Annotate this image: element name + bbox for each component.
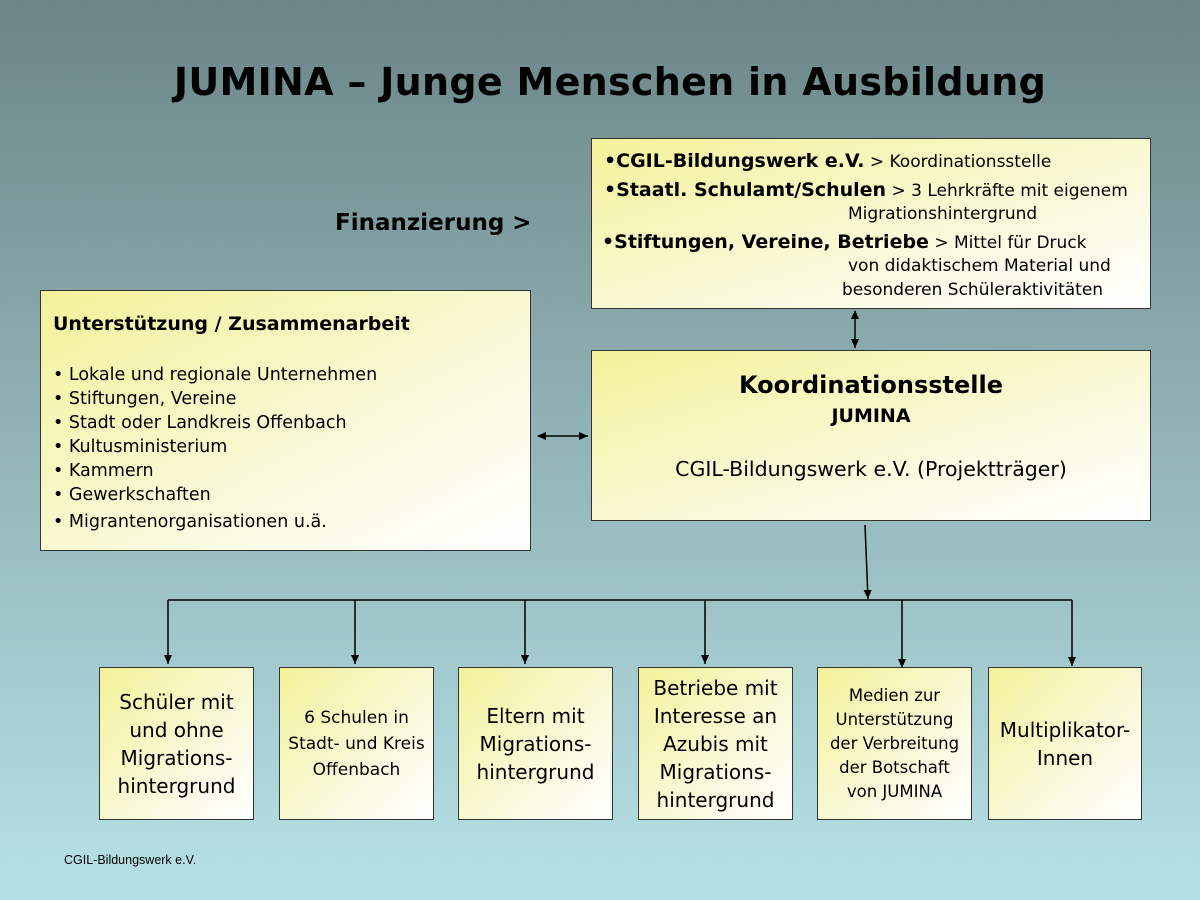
target-multipliers: Multiplikator- Innen [988, 667, 1142, 820]
target-schools-label: 6 Schulen in Stadt- und Kreis Offenbach [288, 707, 425, 780]
target-students-label: Schüler mit und ohne Migrations- hinterg… [117, 689, 236, 798]
coordination-carrier: CGIL-Bildungswerk e.V. (Projektträger) [675, 457, 1067, 481]
financing-item-3-desc-cont2: besonderen Schüleraktivitäten [842, 280, 1104, 300]
arrow-coordination-down [863, 524, 872, 600]
financing-item-3: •Stiftungen, Vereine, Betriebe > Mittel … [602, 231, 1087, 253]
page-title: JUMINA – Junge Menschen in Ausbildung [173, 60, 1047, 104]
financing-item-2-desc-cont: Migrationshintergrund [848, 204, 1038, 224]
target-schools: 6 Schulen in Stadt- und Kreis Offenbach [279, 667, 434, 820]
target-companies-label: Betriebe mit Interesse an Azubis mit Mig… [653, 675, 778, 812]
target-students: Schüler mit und ohne Migrations- hinterg… [99, 667, 254, 820]
coordination-box: Koordinationsstelle JUMINA CGIL-Bildungs… [591, 350, 1151, 521]
financing-item-3-desc-cont: von didaktischem Material und [848, 256, 1111, 276]
coordination-subtitle: JUMINA [831, 405, 911, 427]
target-companies: Betriebe mit Interesse an Azubis mit Mig… [638, 667, 793, 820]
support-list: • Lokale und regionale Unternehmen • Sti… [53, 363, 377, 534]
financing-box: •CGIL-Bildungswerk e.V. > Koordinationss… [591, 138, 1151, 309]
list-item: • Stadt oder Landkreis Offenbach [53, 413, 347, 433]
list-item: • Migrantenorganisationen u.ä. [53, 512, 327, 532]
target-media: Medien zur Unterstützung der Verbreitung… [817, 667, 972, 820]
financing-item-1-desc: > Koordinationsstelle [869, 152, 1052, 172]
financing-item-2: •Staatl. Schulamt/Schulen > 3 Lehrkräfte… [604, 179, 1128, 201]
target-media-label: Medien zur Unterstützung der Verbreitung… [829, 685, 960, 801]
coordination-title: Koordinationsstelle [739, 371, 1003, 399]
list-item: • Stiftungen, Vereine [53, 389, 237, 409]
target-parents: Eltern mit Migrations- hintergrund [458, 667, 613, 820]
financing-label: Finanzierung > [335, 210, 532, 236]
list-item: • Kammern [53, 461, 154, 481]
target-parents-label: Eltern mit Migrations- hintergrund [476, 703, 595, 784]
financing-item-3-name: •Stiftungen, Vereine, Betriebe [602, 231, 929, 253]
target-multipliers-label: Multiplikator- Innen [999, 717, 1131, 770]
financing-item-2-desc: > 3 Lehrkräfte mit eigenem [891, 181, 1128, 201]
support-box: Unterstützung / Zusammenarbeit • Lokale … [40, 290, 531, 551]
list-item: • Gewerkschaften [53, 485, 211, 505]
financing-item-3-desc: > Mittel für Druck [934, 233, 1087, 253]
footer-text: CGIL-Bildungswerk e.V. [64, 853, 197, 867]
list-item: • Kultusministerium [53, 437, 228, 457]
financing-item-1-name: •CGIL-Bildungswerk e.V. [604, 150, 865, 172]
support-title: Unterstützung / Zusammenarbeit [53, 313, 410, 335]
list-item: • Lokale und regionale Unternehmen [53, 365, 378, 385]
financing-item-2-name: •Staatl. Schulamt/Schulen [604, 179, 887, 201]
financing-item-1: •CGIL-Bildungswerk e.V. > Koordinationss… [604, 150, 1051, 172]
